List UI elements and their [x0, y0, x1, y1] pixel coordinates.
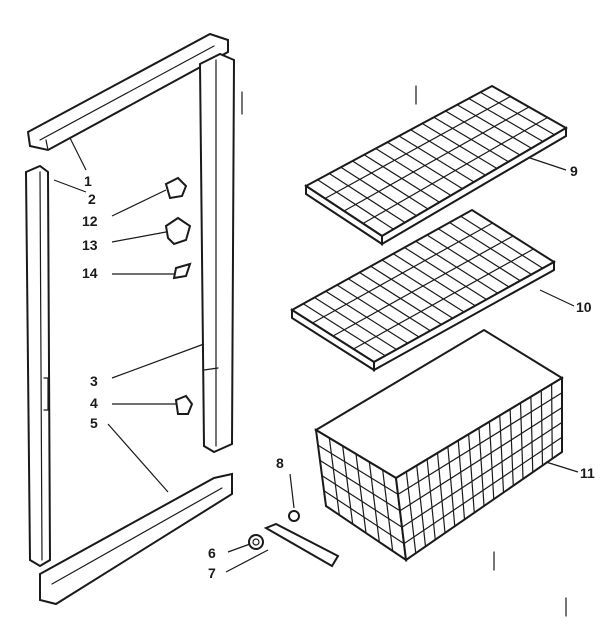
callout-labels: 1 2 12 13 14 3 4 5 8 6 7 9 10 11	[82, 163, 595, 581]
callout-1: 1	[84, 173, 92, 189]
left-trim-part	[24, 164, 52, 568]
scan-marks	[241, 85, 567, 617]
callout-6: 6	[208, 545, 216, 561]
callout-9: 9	[570, 163, 578, 179]
callout-11: 11	[580, 465, 595, 481]
hinge-pin-part-8	[288, 510, 300, 522]
hinge-part-7	[263, 522, 340, 568]
callout-4: 4	[90, 395, 98, 411]
callout-14: 14	[82, 265, 98, 281]
callout-10: 10	[576, 299, 592, 315]
clip-part-14	[172, 262, 192, 280]
callout-5: 5	[90, 415, 98, 431]
callout-3: 3	[90, 373, 98, 389]
wire-basket-part-11	[314, 328, 564, 563]
callout-12: 12	[82, 213, 98, 229]
clip-part-12	[164, 176, 188, 200]
leader-lines	[53, 137, 579, 573]
bottom-trim-part	[39, 472, 233, 606]
wire-shelf-part-10	[290, 208, 556, 372]
right-trim-part	[198, 52, 236, 454]
callout-8: 8	[276, 455, 284, 471]
callout-7: 7	[208, 565, 216, 581]
clip-part-13	[164, 216, 192, 246]
wire-shelf-part-9	[304, 84, 569, 246]
callout-2: 2	[88, 191, 96, 207]
top-trim-part	[26, 32, 229, 152]
callout-13: 13	[82, 237, 98, 253]
screw-part-4	[174, 394, 194, 415]
washer-part-6	[248, 534, 264, 550]
